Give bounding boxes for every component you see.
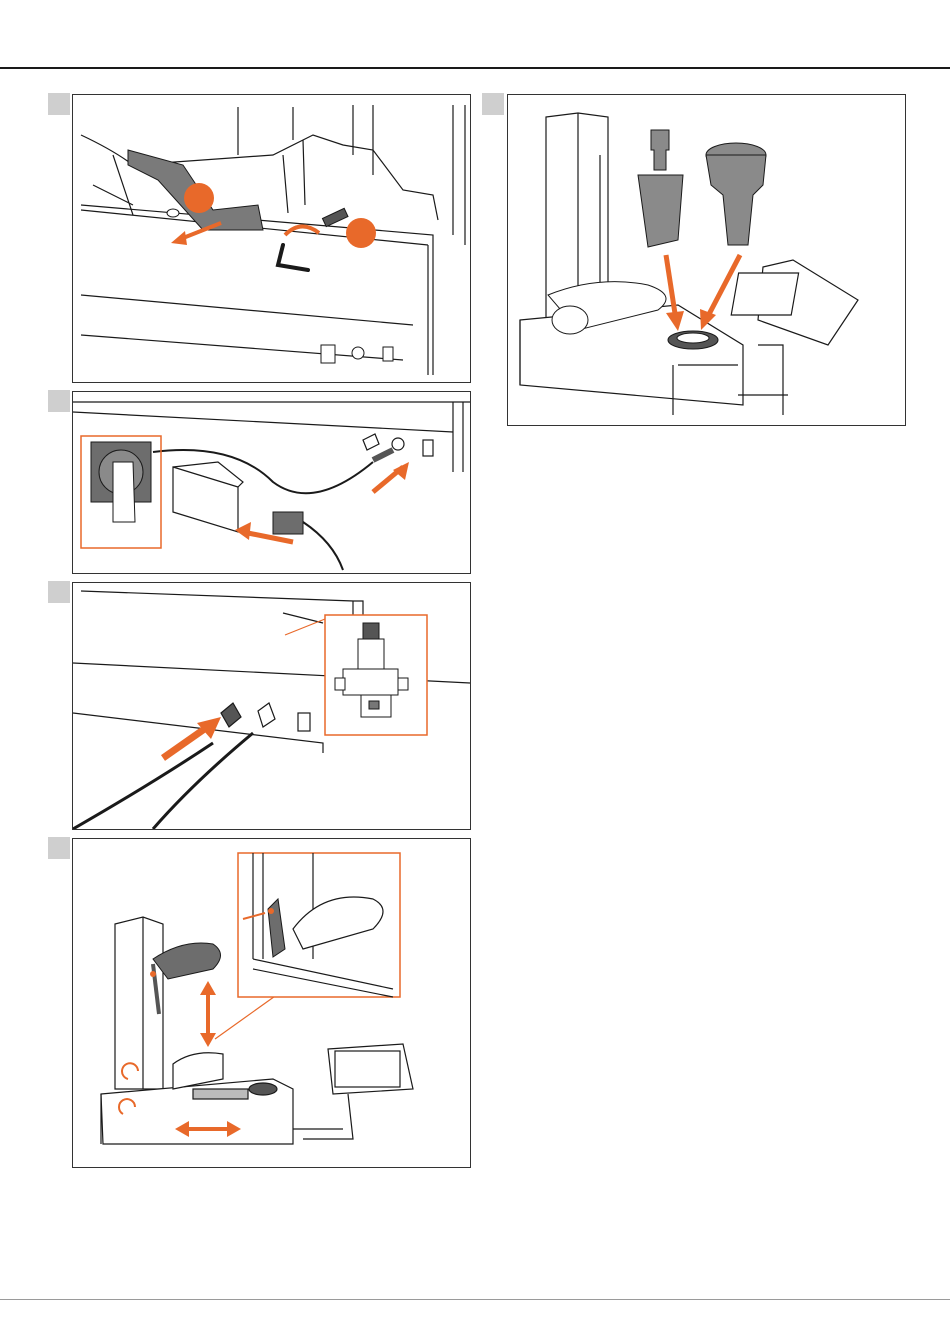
figure-4-release-slide (72, 838, 471, 1168)
figure-tab-5 (482, 93, 504, 115)
remove-transport-bracket-illustration (73, 95, 470, 382)
figure-tab-1 (48, 93, 70, 115)
figure-tab-2 (48, 390, 70, 412)
figure-3-air-supply (72, 582, 471, 830)
figure-1-remove-bracket (72, 94, 471, 383)
footer-rule (0, 1299, 950, 1300)
connect-power-supply-illustration (73, 392, 470, 573)
insert-adapter-illustration (508, 95, 905, 425)
figure-2-power-supply (72, 391, 471, 574)
connect-air-supply-illustration (73, 583, 470, 829)
figure-tab-3 (48, 581, 70, 603)
header-rule (0, 67, 950, 69)
figure-5-insert-adapter (507, 94, 906, 426)
release-slide-and-spindle-illustration (73, 839, 470, 1167)
figure-tab-4 (48, 837, 70, 859)
